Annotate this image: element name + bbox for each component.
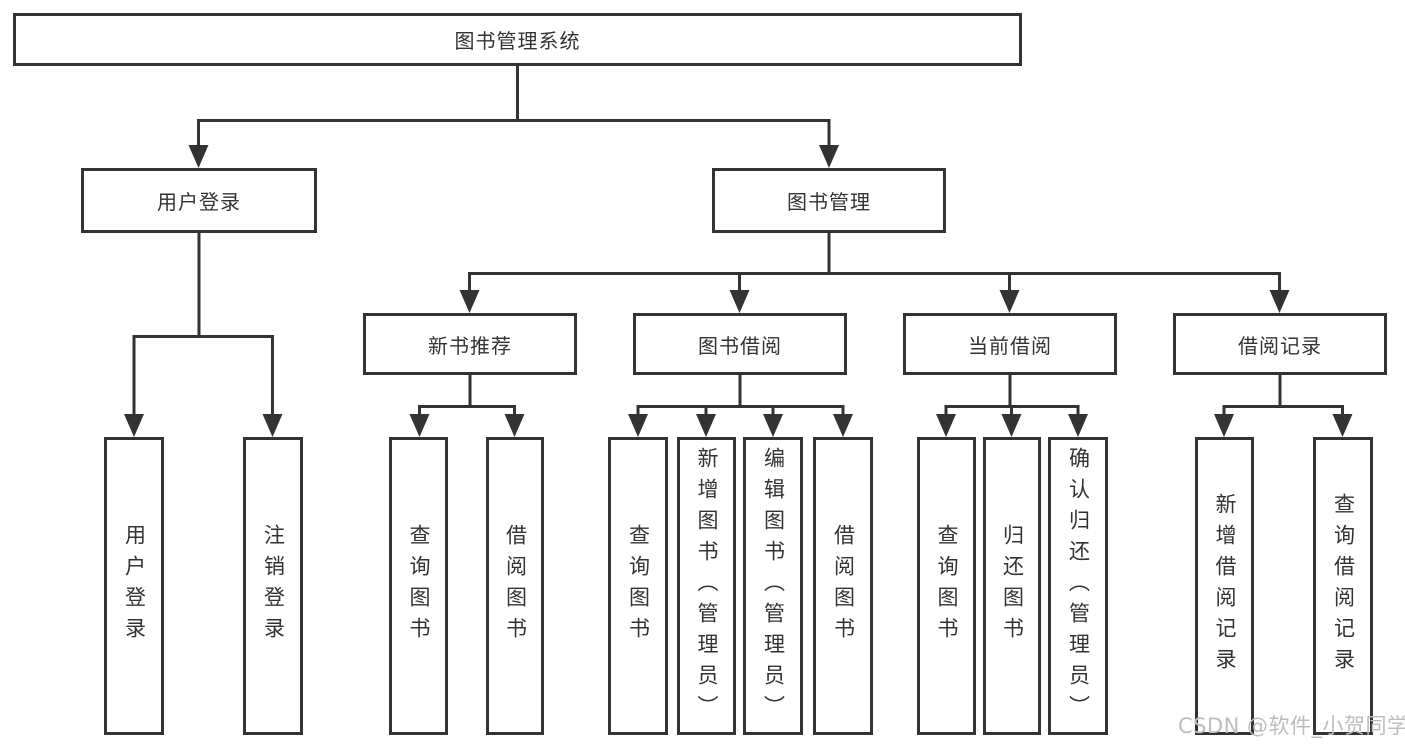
arrowhead-icons	[124, 145, 1353, 437]
leaf-borrow-books-recommend-label: 借阅图书	[503, 524, 528, 648]
node-root-system: 图书管理系统	[13, 13, 1022, 66]
leaf-query-books-current-label: 查询图书	[935, 524, 959, 648]
leaf-query-books-borrow-label: 查询图书	[626, 524, 651, 648]
node-book-management: 图书管理	[712, 168, 946, 233]
node-user-login-label: 用户登录	[157, 190, 241, 214]
node-current-borrow-label: 当前借阅	[968, 333, 1052, 358]
node-new-book-recommend: 新书推荐	[363, 313, 577, 375]
leaf-borrow-books: 借阅图书	[813, 437, 873, 735]
leaf-borrow-books-recommend: 借阅图书	[486, 437, 544, 735]
leaf-query-borrow-record: 查询借阅记录	[1313, 437, 1373, 735]
leaf-query-books-current: 查询图书	[917, 437, 976, 735]
leaf-user-login: 用户登录	[104, 437, 164, 735]
leaf-borrow-books-label: 借阅图书	[831, 524, 856, 648]
leaf-add-borrow-record-label: 新增借阅记录	[1213, 493, 1237, 679]
node-book-borrow-label: 图书借阅	[698, 333, 782, 358]
leaf-return-books: 归还图书	[983, 437, 1041, 735]
leaf-return-books-label: 归还图书	[1000, 524, 1025, 648]
leaf-edit-books-admin: 编辑图书（管理员）	[743, 437, 803, 735]
leaf-add-borrow-record: 新增借阅记录	[1195, 437, 1254, 735]
leaf-logout-label: 注销登录	[261, 524, 286, 648]
leaf-query-books-recommend: 查询图书	[389, 437, 448, 735]
node-book-management-label: 图书管理	[787, 190, 871, 214]
leaf-query-books-borrow: 查询图书	[608, 437, 668, 735]
node-borrow-records: 借阅记录	[1173, 313, 1387, 375]
node-user-login: 用户登录	[81, 168, 317, 233]
leaf-add-books-admin-label: 新增图书（管理员）	[695, 446, 719, 726]
leaf-query-books-recommend-label: 查询图书	[407, 524, 431, 648]
leaf-confirm-return-admin: 确认归还（管理员）	[1048, 437, 1108, 735]
node-new-book-recommend-label: 新书推荐	[428, 333, 512, 358]
node-current-borrow: 当前借阅	[903, 313, 1117, 375]
node-borrow-records-label: 借阅记录	[1238, 333, 1322, 358]
leaf-user-login-label: 用户登录	[122, 524, 147, 648]
leaf-confirm-return-admin-label: 确认归还（管理员）	[1066, 446, 1091, 726]
node-root-label: 图书管理系统	[454, 29, 581, 53]
csdn-watermark: CSDN @软件_小贺同学	[1178, 714, 1405, 738]
leaf-edit-books-admin-label: 编辑图书（管理员）	[761, 446, 786, 726]
leaf-add-books-admin: 新增图书（管理员）	[677, 437, 736, 735]
node-book-borrow: 图书借阅	[633, 313, 847, 375]
leaf-query-borrow-record-label: 查询借阅记录	[1331, 493, 1356, 679]
leaf-logout: 注销登录	[243, 437, 303, 735]
